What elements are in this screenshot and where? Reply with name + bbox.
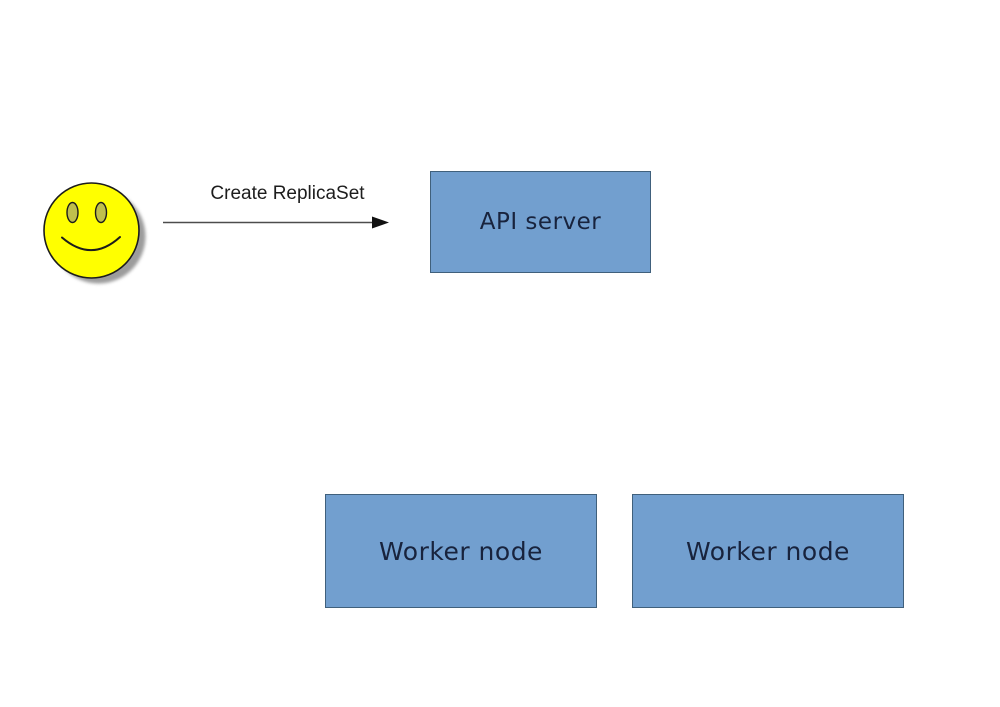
smiley-face bbox=[43, 182, 140, 279]
create-replicaset-arrow bbox=[163, 216, 389, 229]
node-worker-node-1: Worker node bbox=[325, 494, 597, 608]
smiley-left-eye bbox=[66, 201, 79, 224]
node-api-server-label: API server bbox=[479, 209, 602, 235]
node-api-server: API server bbox=[430, 171, 651, 273]
node-worker-node-2-label: Worker node bbox=[686, 536, 850, 566]
smiley-mouth bbox=[61, 236, 121, 251]
node-worker-node-1-label: Worker node bbox=[379, 536, 543, 566]
smiley-right-eye bbox=[94, 201, 108, 224]
arrow-head-icon bbox=[372, 216, 389, 229]
smiley-face-icon bbox=[43, 182, 146, 284]
arrow-label-create-replicaset: Create ReplicaSet bbox=[210, 183, 365, 204]
node-worker-node-2: Worker node bbox=[632, 494, 904, 608]
